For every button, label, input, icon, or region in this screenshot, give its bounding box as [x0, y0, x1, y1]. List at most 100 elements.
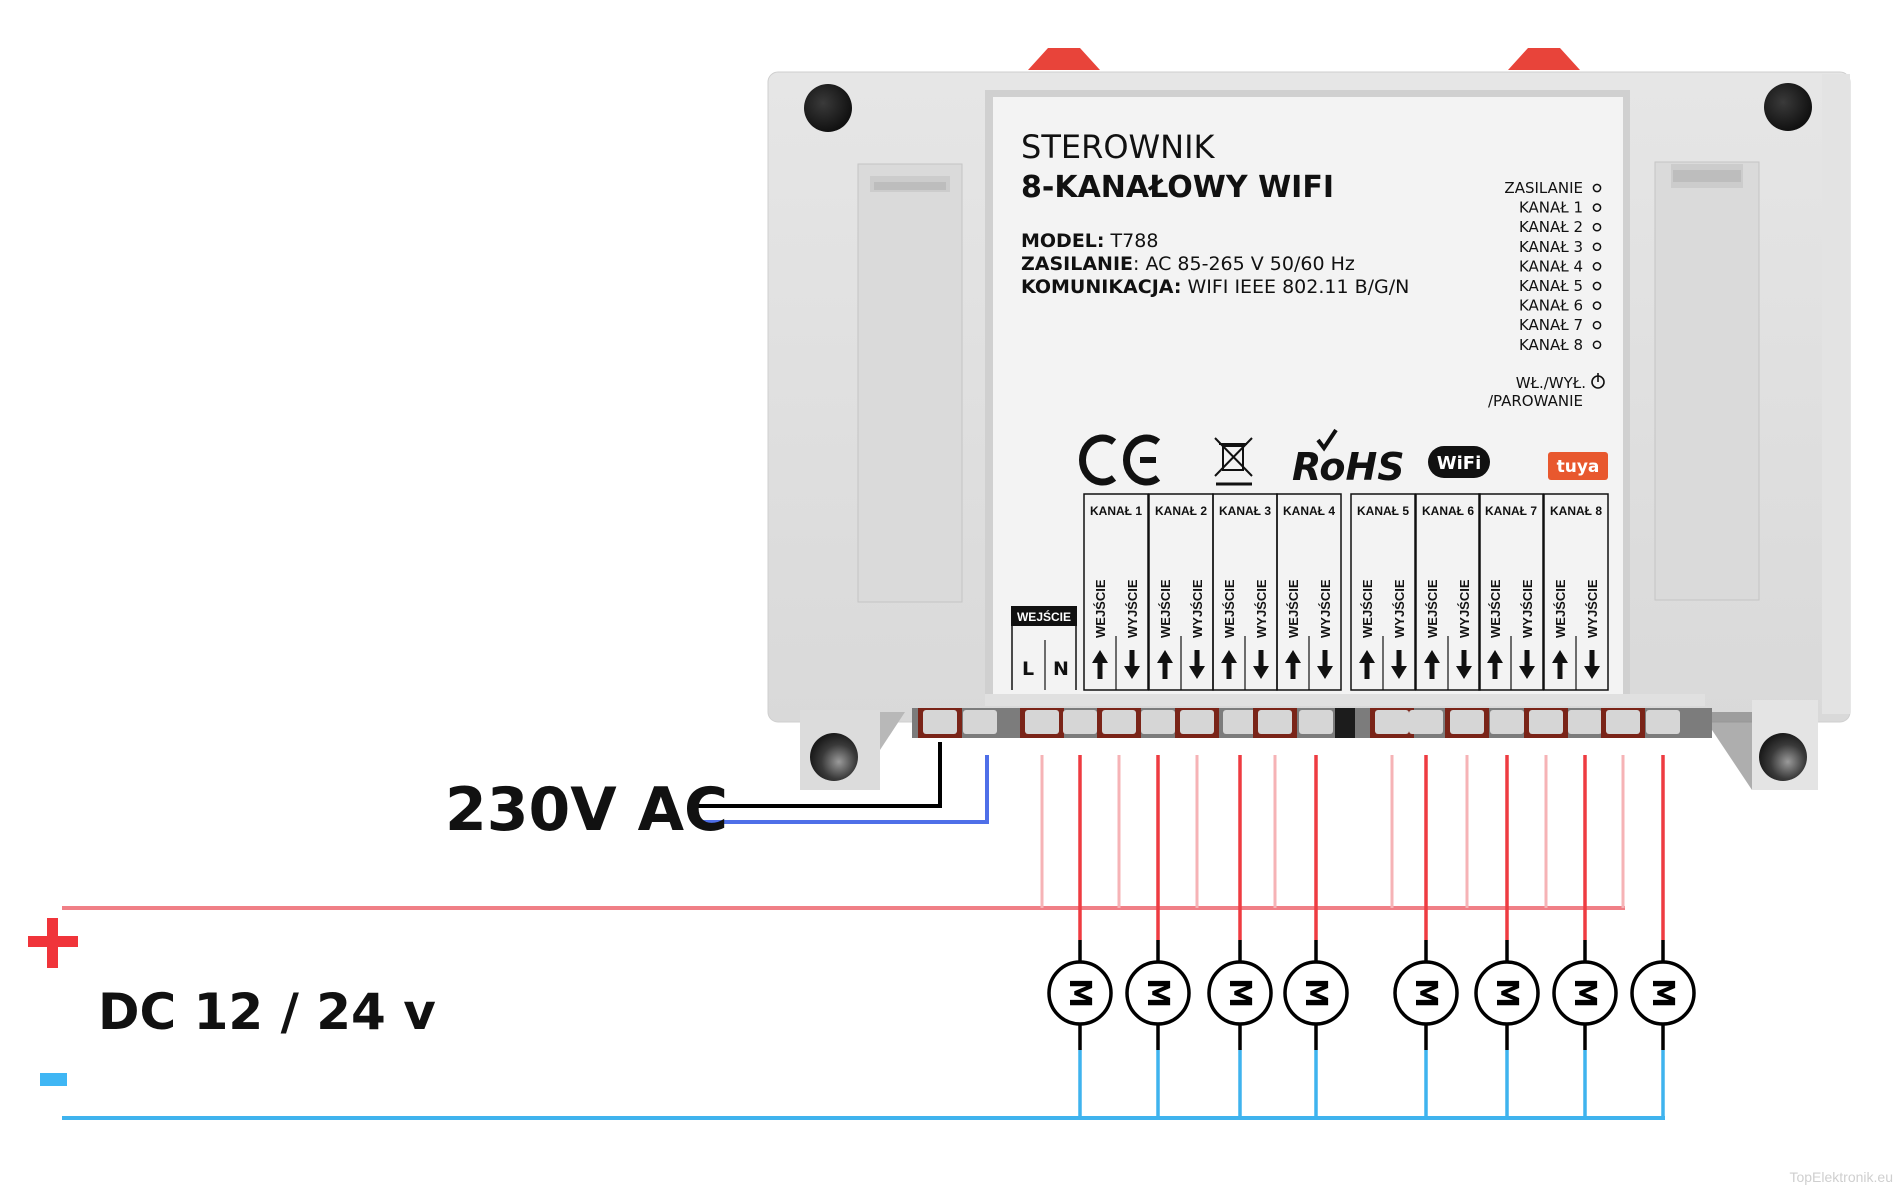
motor-label: M	[1140, 978, 1175, 1008]
watermark: TopElektronik.eu	[1789, 1169, 1893, 1185]
led-label: KANAŁ 5	[1519, 277, 1583, 295]
led-icon	[1592, 222, 1602, 232]
channel-label: KANAŁ 7	[1485, 504, 1537, 518]
led-label: KANAŁ 3	[1519, 238, 1583, 256]
motor-icon: M	[1047, 940, 1113, 1050]
arrow-up-icon	[1552, 650, 1568, 679]
screw-terminal	[1646, 710, 1680, 734]
input-label: WEJŚCIE	[1488, 579, 1503, 638]
screw-terminal	[963, 710, 997, 734]
motor-icon: M	[1283, 940, 1349, 1050]
channel-label: KANAŁ 2	[1155, 504, 1207, 518]
screw-terminal	[1445, 708, 1489, 738]
arrow-down-icon	[1253, 650, 1269, 679]
channel-label: KANAŁ 3	[1219, 504, 1271, 518]
device-subtitle: 8-KANAŁOWY WIFI	[1021, 170, 1334, 205]
motor-label: M	[1062, 978, 1097, 1008]
led-icon	[1592, 242, 1602, 252]
screw-terminal	[1253, 708, 1297, 738]
motor-label: M	[1567, 978, 1602, 1008]
rohs-logo: RoHS	[1292, 428, 1405, 489]
motor-label: M	[1408, 978, 1443, 1008]
output-label: WYJŚCIE	[1254, 579, 1269, 638]
arrow-up-icon	[1424, 650, 1440, 679]
spec-list: MODEL: T788 ZASILANIE: AC 85-265 V 50/60…	[1021, 230, 1409, 298]
pairing-label: /PAROWANIE	[1488, 392, 1583, 410]
spec-line: MODEL: T788	[1021, 230, 1158, 252]
arrow-up-icon	[1092, 650, 1108, 679]
motor-label: M	[1222, 978, 1257, 1008]
svg-text:RoHS: RoHS	[1292, 445, 1405, 489]
din-clip-right	[1508, 48, 1580, 70]
tuya-logo: tuya	[1548, 452, 1608, 480]
input-label: WEJŚCIE	[1553, 579, 1568, 638]
screw-terminal	[1097, 708, 1141, 738]
channel-label: KANAŁ 1	[1090, 504, 1142, 518]
led-label: KANAŁ 4	[1519, 257, 1583, 275]
wifi-logo: WiFi	[1428, 446, 1490, 478]
channel-label: KANAŁ 8	[1550, 504, 1602, 518]
arrow-down-icon	[1189, 650, 1205, 679]
led-label: ZASILANIE	[1504, 179, 1583, 197]
arrow-up-icon	[1157, 650, 1173, 679]
led-indicator: KANAŁ 4	[1519, 257, 1602, 275]
channel-label: KANAŁ 4	[1283, 504, 1335, 518]
screw-terminal	[1601, 708, 1645, 738]
ac-neutral-wire	[698, 755, 989, 824]
device-title: STEROWNIK	[1021, 128, 1216, 166]
housing-side-rail	[1822, 74, 1850, 714]
output-label: WYJŚCIE	[1125, 579, 1140, 638]
power-input-block: WEJŚCIE L N	[1011, 606, 1077, 690]
mounting-hole	[804, 84, 852, 132]
channel-block: KANAŁ 3 WEJŚCIE WYJŚCIE	[1212, 493, 1278, 691]
input-label: WEJŚCIE	[1360, 579, 1375, 638]
screw-terminal	[1299, 710, 1333, 734]
led-icon	[1592, 301, 1602, 310]
tuya-logo-text: tuya	[1557, 457, 1600, 477]
input-label: WEJŚCIE	[1222, 579, 1237, 638]
weee-bin-icon	[1214, 437, 1253, 486]
led-label: KANAŁ 2	[1519, 218, 1583, 236]
arrow-down-icon	[1317, 650, 1333, 679]
channel-label: KANAŁ 6	[1422, 504, 1474, 518]
arrow-up-icon	[1359, 650, 1375, 679]
screw-terminal	[1568, 710, 1602, 734]
arrow-up-icon	[1285, 650, 1301, 679]
output-label: WYJŚCIE	[1520, 579, 1535, 638]
screw-terminal	[1409, 710, 1443, 734]
terminal-strip	[912, 708, 1712, 738]
led-indicator: KANAŁ 7	[1519, 316, 1602, 334]
motor-icon: M	[1552, 940, 1618, 1050]
led-icon	[1592, 262, 1602, 271]
output-label: WYJŚCIE	[1318, 579, 1333, 638]
controller-device: STEROWNIK 8-KANAŁOWY WIFI MODEL: T788 ZA…	[767, 48, 1851, 790]
ac-supply-label: 230V AC	[445, 775, 728, 845]
led-indicator: KANAŁ 1	[1519, 199, 1602, 217]
input-label: WEJŚCIE	[1158, 579, 1173, 638]
motor-icon: M	[1393, 940, 1459, 1050]
channel-block: KANAŁ 7 WEJŚCIE WYJŚCIE	[1478, 493, 1544, 691]
terminal-label-n: N	[1053, 658, 1069, 680]
motor-icon: M	[1474, 940, 1540, 1050]
motor-icon: M	[1207, 940, 1273, 1050]
led-icon	[1592, 183, 1602, 193]
led-icon	[1592, 203, 1602, 212]
wifi-logo-text: WiFi	[1437, 453, 1482, 474]
screw-terminal	[918, 708, 962, 738]
screw-terminal	[1175, 708, 1219, 738]
screw-terminal	[1020, 708, 1064, 738]
arrow-down-icon	[1391, 650, 1407, 679]
led-label: KANAŁ 7	[1519, 316, 1583, 334]
ce-mark-icon	[1079, 434, 1161, 486]
power-pairing-button[interactable]	[1591, 373, 1605, 389]
minus-icon	[40, 1073, 67, 1086]
side-latch-left	[857, 163, 963, 603]
screw-terminal	[1370, 708, 1414, 738]
arrow-down-icon	[1584, 650, 1600, 679]
